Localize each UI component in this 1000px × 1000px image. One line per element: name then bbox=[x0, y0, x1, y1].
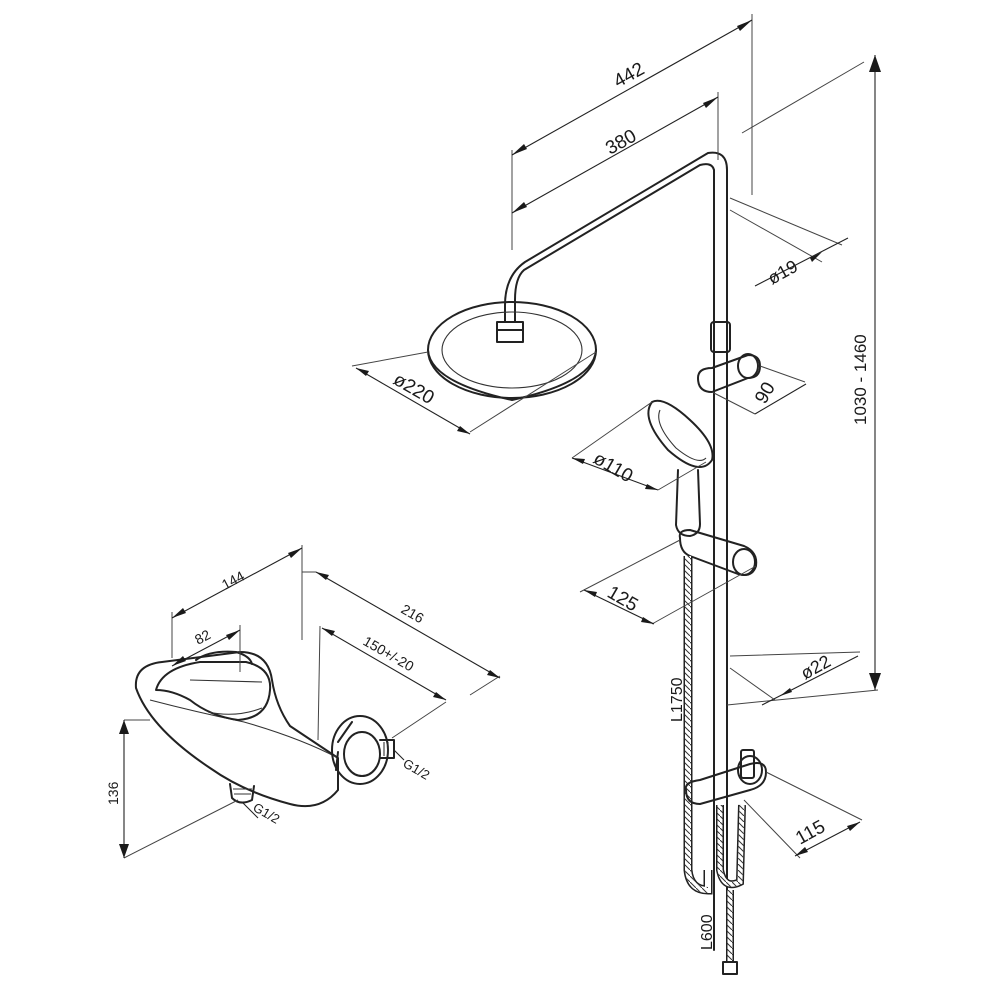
thread-label: G1/2 bbox=[251, 800, 283, 827]
lower-bracket bbox=[684, 749, 767, 805]
column-dimensions: 442 380 1030 - 1460 ø19 ø220 90 ø110 bbox=[351, 14, 881, 950]
inlet-hose-nut bbox=[722, 961, 738, 975]
dim-label: 442 bbox=[610, 59, 648, 93]
dim-label: 136 bbox=[105, 781, 121, 805]
dim-label: 115 bbox=[792, 816, 829, 849]
dim-label: 150+/-20 bbox=[361, 633, 417, 675]
dim-label: ø22 bbox=[797, 651, 834, 684]
mixer-lever bbox=[155, 650, 272, 721]
mixer-dimensions: 144 82 216 150+/-20 136 G1/2 G1/2 bbox=[105, 545, 501, 859]
dim-label: 380 bbox=[602, 126, 640, 160]
shower-arm bbox=[504, 151, 728, 323]
dim-label: 125 bbox=[604, 582, 642, 616]
rail-joint bbox=[710, 321, 731, 353]
eccentric-connector bbox=[331, 715, 395, 785]
dim-label: 1030 - 1460 bbox=[851, 334, 870, 425]
dim-label: ø110 bbox=[590, 448, 637, 487]
dim-label: 82 bbox=[192, 626, 213, 648]
wall-mixer bbox=[134, 650, 395, 808]
dim-label: L600 bbox=[699, 914, 716, 950]
head-connector bbox=[496, 321, 524, 343]
dim-label: 144 bbox=[219, 567, 247, 592]
rain-shower-head bbox=[427, 301, 597, 401]
dim-label: 90 bbox=[751, 379, 780, 408]
dim-label: ø220 bbox=[390, 369, 438, 409]
vertical-rail bbox=[713, 169, 728, 951]
thread-label: G1/2 bbox=[401, 756, 433, 783]
dim-label: ø19 bbox=[764, 256, 801, 289]
shower-column bbox=[427, 151, 767, 975]
hand-shower-holder bbox=[697, 353, 761, 393]
bottom-outlet bbox=[229, 783, 255, 804]
dim-label: L1750 bbox=[669, 677, 686, 722]
hand-shower bbox=[647, 399, 714, 537]
